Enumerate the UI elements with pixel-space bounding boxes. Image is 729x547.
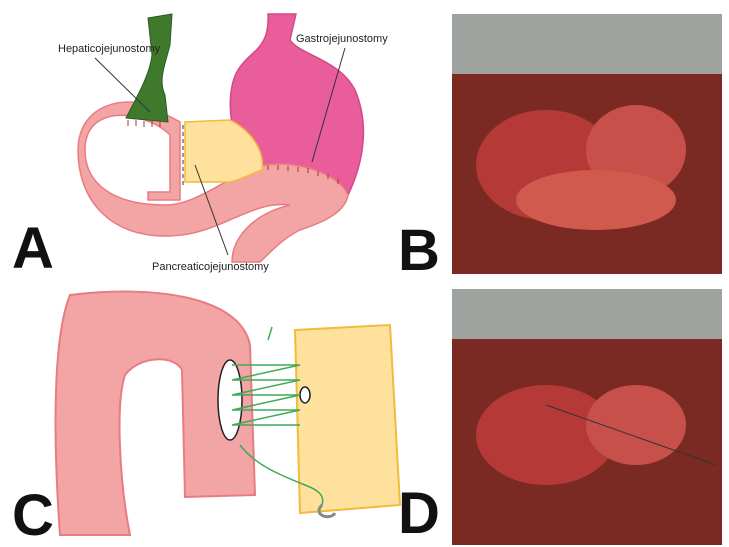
panel-letter-d: D [398,481,440,546]
bile-duct [126,14,172,122]
panel-letter-a: A [12,216,54,280]
label-pancreaticojejunostomy: Pancreaticojejunostomy [152,261,269,273]
panel-d: D [396,285,729,547]
pancreas-stump [295,325,400,513]
panel-b-photo: B [396,0,729,280]
panel-c-diagram: C [0,285,450,547]
panel-c: C [0,285,450,547]
panel-a: Hepaticojejunostomy Gastrojejunostomy Pa… [0,0,450,280]
jejunal-opening [218,360,242,440]
label-gastrojejunostomy: Gastrojejunostomy [296,33,388,45]
panel-letter-c: C [12,483,54,547]
panel-a-diagram: Hepaticojejunostomy Gastrojejunostomy Pa… [0,0,450,280]
panel-b: B [396,0,729,280]
panel-letter-b: B [398,218,440,280]
pancreatic-duct [300,387,310,403]
label-hepaticojejunostomy: Hepaticojejunostomy [58,43,161,55]
panel-d-photo: D [396,285,729,547]
